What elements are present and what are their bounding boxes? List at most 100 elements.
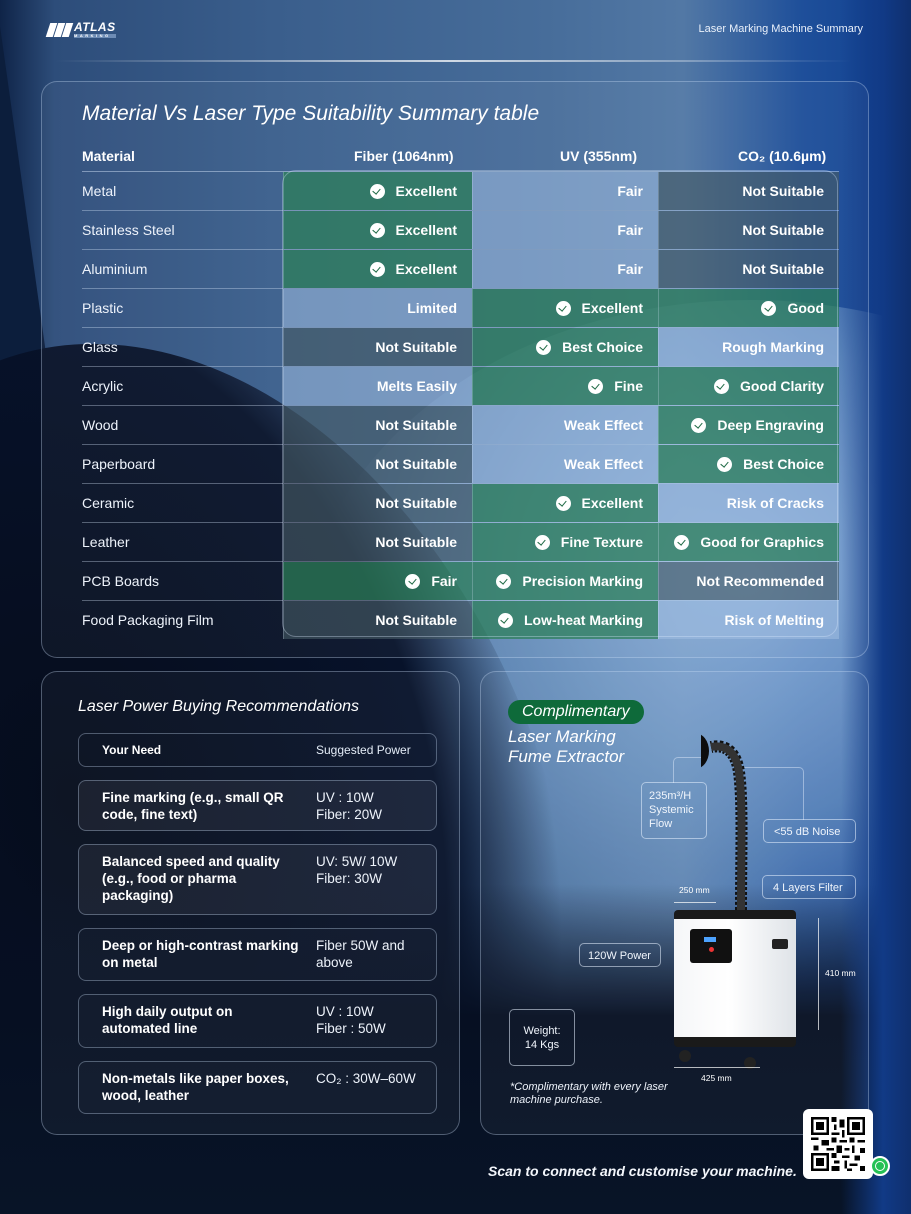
fiber-cell: Excellent (283, 250, 472, 288)
cell-text: Best Choice (562, 339, 643, 355)
power-text: UV : 10W Fiber: 20W (316, 790, 383, 822)
uv-cell: Weak Effect (472, 445, 658, 483)
spec-flow: 235m³/H Systemic Flow (641, 782, 707, 839)
recommendations-title: Laser Power Buying Recommendations (78, 698, 360, 715)
fume-extractor-unit-icon (674, 910, 796, 1047)
spec-filter: 4 Layers Filter (762, 875, 856, 899)
co2-cell: Rough Marking (658, 328, 839, 366)
co2-cell: Not Suitable (658, 250, 839, 288)
cell-text: Precision Marking (522, 573, 643, 589)
qr-code[interactable] (803, 1109, 873, 1179)
spec-weight: Weight: 14 Kgs (509, 1009, 575, 1066)
need-text: Deep or high-contrast marking on metal (102, 938, 299, 970)
material-name: Paperboard (82, 456, 156, 472)
cell-text: Not Suitable (742, 183, 824, 199)
cell-text: Excellent (581, 495, 643, 511)
header-power: Suggested Power (316, 743, 411, 757)
cell-text: Excellent (395, 222, 457, 238)
cell-text: Fair (617, 183, 643, 199)
cell-text: Risk of Melting (724, 612, 824, 628)
co2-cell: Good (658, 289, 839, 327)
material-name: Ceramic (82, 495, 135, 511)
uv-cell: Fine Texture (472, 523, 658, 561)
cell-text: Not Suitable (375, 534, 457, 550)
check-circle-icon (674, 534, 690, 550)
fiber-cell: Excellent (283, 211, 472, 249)
fiber-cell: Not Suitable (283, 601, 472, 639)
logo-sub: MARKING (74, 34, 116, 38)
uv-cell: Fair (472, 211, 658, 249)
material-name: Acrylic (82, 378, 124, 394)
qr-code-icon (811, 1117, 865, 1171)
cell-text: Fair (617, 261, 643, 277)
cell-text: Not Suitable (375, 495, 457, 511)
uv-cell: Fair (472, 250, 658, 288)
check-circle-icon (555, 300, 571, 316)
cell-text: Good Clarity (739, 378, 824, 394)
cell-text: Fair (431, 573, 457, 589)
header-divider (55, 60, 851, 62)
header: ATLAS MARKING Laser Marking Machine Summ… (0, 0, 911, 62)
recommendations-panel: Laser Power Buying Recommendations Your … (41, 671, 460, 1135)
uv-cell: Fair (472, 172, 658, 210)
cell-text: Fine Texture (560, 534, 643, 550)
fiber-cell: Limited (283, 289, 472, 327)
power-text: UV: 5W/ 10W Fiber: 30W (316, 854, 398, 886)
power-text: CO₂ : 30W–60W (316, 1071, 416, 1086)
cell-text: Good for Graphics (700, 534, 824, 550)
whatsapp-icon[interactable] (870, 1156, 890, 1176)
check-circle-icon (405, 573, 421, 589)
complimentary-note: *Complimentary with every laser machine … (510, 1081, 668, 1106)
atlas-logo[interactable]: ATLAS MARKING (45, 21, 116, 38)
cell-text: Not Suitable (375, 612, 457, 628)
cell-text: Limited (407, 300, 457, 316)
check-circle-icon (369, 183, 385, 199)
cell-text: Weak Effect (563, 456, 643, 472)
table-header: Material Fiber (1064nm) UV (355nm) CO₂ (… (82, 148, 828, 172)
need-text: Non-metals like paper boxes, wood, leath… (102, 1071, 289, 1103)
cell-text: Not Suitable (375, 339, 457, 355)
uv-cell: Low-heat Marking (472, 601, 658, 639)
extractor-title-line1: Laser Marking (508, 727, 616, 746)
header-need: Your Need (102, 743, 162, 757)
cell-text: Not Suitable (375, 417, 457, 433)
recommendation-row: Fine marking (e.g., small QR code, fine … (78, 780, 437, 831)
cell-text: Fair (617, 222, 643, 238)
col-uv: UV (355nm) (560, 148, 638, 164)
cell-text: Low-heat Marking (523, 612, 643, 628)
cell-text: Fine (614, 378, 643, 394)
material-name: Leather (82, 534, 130, 550)
fiber-cell: Fair (283, 562, 472, 600)
cell-text: Deep Engraving (717, 417, 824, 433)
check-circle-icon (761, 300, 777, 316)
check-circle-icon (588, 378, 604, 394)
cell-text: Not Suitable (742, 222, 824, 238)
check-circle-icon (369, 261, 385, 277)
cell-text: Good (787, 300, 824, 316)
cell-text: Melts Easily (376, 378, 457, 394)
check-circle-icon (369, 222, 385, 238)
uv-cell: Best Choice (472, 328, 658, 366)
cell-text: Weak Effect (563, 417, 643, 433)
col-fiber: Fiber (1064nm) (354, 148, 454, 164)
uv-cell: Excellent (472, 484, 658, 522)
cell-text: Best Choice (743, 456, 824, 472)
check-circle-icon (536, 339, 552, 355)
cell-text: Excellent (395, 261, 457, 277)
check-circle-icon (691, 417, 707, 433)
power-text: UV : 10W Fiber : 50W (316, 1004, 386, 1036)
spec-power: 120W Power (579, 943, 661, 967)
dimension-bottom-width: 425 mm (701, 1073, 732, 1083)
table-row: Glass Not Suitable Best Choice Rough Markin… (82, 327, 839, 366)
co2-cell: Not Suitable (658, 211, 839, 249)
co2-cell: Not Suitable (658, 172, 839, 210)
material-name: PCB Boards (82, 573, 160, 589)
extractor-title: Laser Marking Fume Extractor (508, 727, 624, 767)
fiber-cell: Melts Easily (283, 367, 472, 405)
material-name: Glass (82, 339, 118, 355)
